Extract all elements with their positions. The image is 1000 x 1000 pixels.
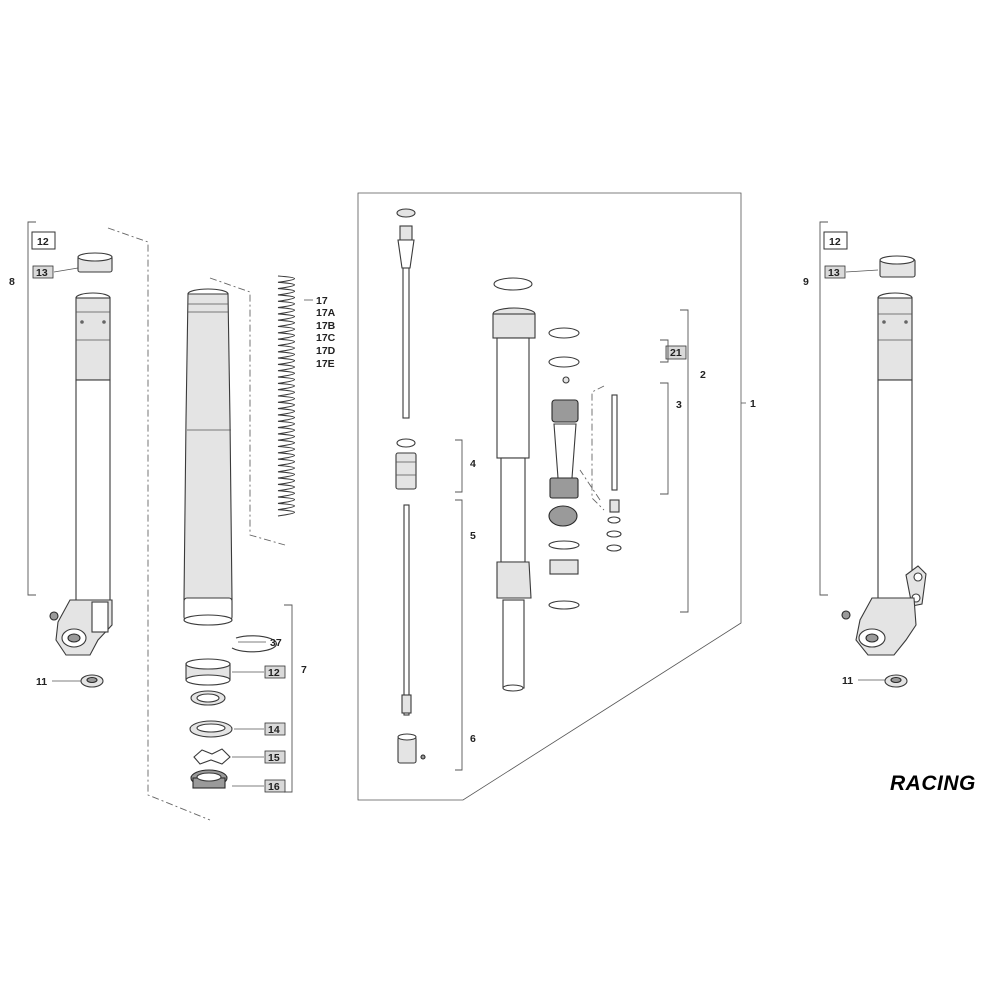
label-kit-12: 12 <box>268 667 280 679</box>
outer-tube <box>183 293 233 601</box>
left-clamp-screw <box>49 611 59 621</box>
left-label-box-12 <box>31 231 56 250</box>
damper-rod <box>402 267 410 419</box>
label-21: 21 <box>670 347 682 359</box>
label-7: 7 <box>301 664 307 676</box>
cartridge-frame <box>357 192 742 801</box>
rebound-spring <box>553 423 577 479</box>
right-label-13: 13 <box>828 267 840 279</box>
cartridge-oring <box>493 277 533 291</box>
right-label-box-12 <box>823 231 848 250</box>
cartridge-group: 4 5 6 <box>357 192 756 801</box>
right-label-12: 12 <box>829 236 841 248</box>
right-axle-clamp <box>855 597 917 656</box>
label-16: 16 <box>268 781 280 793</box>
compression-valve <box>395 452 417 490</box>
left-label-box-13 <box>32 265 54 279</box>
bushing-seal-kit: 7 37 12 14 15 16 <box>185 604 307 793</box>
left-label-13: 13 <box>36 267 48 279</box>
right-clamp-screw <box>841 610 851 620</box>
label-1: 1 <box>750 398 756 410</box>
cartridge-bottom <box>496 561 532 599</box>
racing-badge: RACING <box>890 772 976 795</box>
left-fork-leg: 12 13 8 11 <box>9 221 211 821</box>
rod-top-nut <box>399 225 413 241</box>
label-14: 14 <box>268 724 280 736</box>
small-screw <box>562 376 570 384</box>
inner-rod <box>403 504 410 716</box>
right-tube-lower <box>877 379 913 603</box>
label-5: 5 <box>470 530 476 542</box>
left-tube-lower <box>75 379 111 603</box>
outer-tube-group <box>183 277 286 626</box>
spring-labels: 17 17A 17B 17C 17D 17E <box>304 295 336 370</box>
piston-head <box>551 399 579 423</box>
foot-valve <box>397 736 417 764</box>
label-4: 4 <box>470 458 476 470</box>
label-17b: 17B <box>316 320 336 332</box>
label-17: 17 <box>316 295 328 307</box>
left-tube-upper <box>75 297 111 381</box>
right-label-9: 9 <box>803 276 809 288</box>
label-6: 6 <box>470 733 476 745</box>
label-15: 15 <box>268 752 280 764</box>
rod-cap <box>396 208 416 218</box>
rod-spring-seat <box>397 239 415 269</box>
left-label-8: 8 <box>9 276 15 288</box>
right-tube-upper <box>877 297 913 381</box>
label-17c: 17C <box>316 332 336 344</box>
fork-spring <box>276 272 302 518</box>
cartridge-tube <box>496 337 530 459</box>
left-label-11: 11 <box>36 676 47 688</box>
right-fork-leg: 12 13 9 11 <box>803 221 927 688</box>
right-label-11: 11 <box>842 675 853 687</box>
left-label-12: 12 <box>37 236 49 248</box>
label-17d: 17D <box>316 345 336 357</box>
adjuster-rod <box>611 394 618 491</box>
label-37: 37 <box>270 637 282 649</box>
label-2: 2 <box>700 369 706 381</box>
label-3: 3 <box>676 399 682 411</box>
circlip <box>231 635 277 653</box>
cartridge-bushing <box>549 559 579 575</box>
label-17a: 17A <box>316 307 336 319</box>
seal-clip <box>193 748 231 765</box>
label-17e: 17E <box>316 358 335 370</box>
